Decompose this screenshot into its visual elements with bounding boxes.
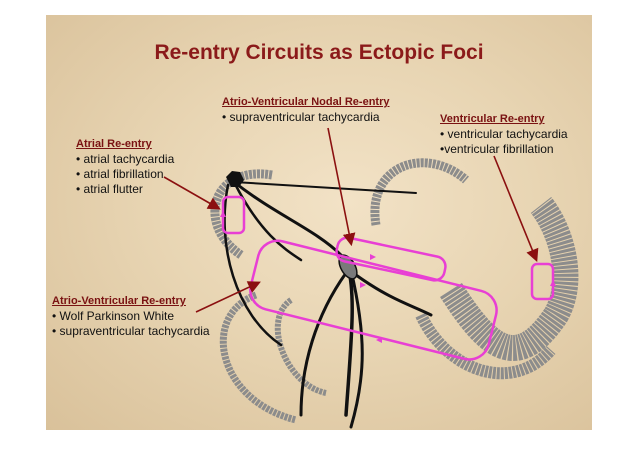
av-nodal-reentry-heading: Atrio-Ventricular Nodal Re-entry xyxy=(222,96,390,108)
av-circuit-arrow-upper xyxy=(360,282,366,288)
av-reentry-label: Atrio-Ventricular Re-entry • Wolf Parkin… xyxy=(52,294,210,339)
av-reentry-item: • Wolf Parkinson White xyxy=(52,309,175,323)
atrial-reentry-label: Atrial Re-entry • atrial tachycardia • a… xyxy=(76,137,174,197)
internodal-tract-upper xyxy=(232,180,343,257)
sa-node xyxy=(226,171,244,187)
ventricular-reentry-label: Ventricular Re-entry • ventricular tachy… xyxy=(440,112,568,157)
av-nodal-circuit xyxy=(335,236,447,282)
av-nodal-reentry-item: • supraventricular tachycardia xyxy=(222,110,380,124)
ventricle-outer-wall xyxy=(440,196,579,361)
ventricular-circuit-arrow xyxy=(550,280,556,286)
av-pointer xyxy=(195,281,261,313)
slide: Re-entry Circuits as Ectopic Foci Atrial… xyxy=(46,15,592,430)
av-reentry-item: • supraventricular tachycardia xyxy=(52,324,210,338)
atrial-reentry-item: • atrial fibrillation xyxy=(76,167,164,181)
atrial-pointer xyxy=(163,176,221,210)
atrial-reentry-item: • atrial flutter xyxy=(76,182,143,196)
heart-diagram xyxy=(163,127,579,429)
left-bundle-branch xyxy=(299,271,348,417)
atrial-circuit-arrow xyxy=(220,211,226,217)
ventricular-reentry-item: • ventricular tachycardia xyxy=(440,127,568,141)
slide-title: Re-entry Circuits as Ectopic Foci xyxy=(154,41,484,64)
inner-wall-arc xyxy=(274,297,327,396)
septal-wall-arc xyxy=(370,158,469,226)
atrial-reentry-item: • atrial tachycardia xyxy=(76,152,175,166)
bachmann-bundle xyxy=(233,181,417,194)
av-nodal-circuit-arrow xyxy=(370,254,376,260)
av-reentry-heading: Atrio-Ventricular Re-entry xyxy=(52,295,186,307)
ventricular-circuit xyxy=(530,262,555,301)
right-bundle-branch xyxy=(349,268,364,429)
atrial-reentry-heading: Atrial Re-entry xyxy=(76,138,152,150)
bundle-of-his xyxy=(344,265,354,417)
av-circuit-arrow-lower xyxy=(376,337,382,343)
av-nodal-pointer xyxy=(327,127,356,247)
av-circuit xyxy=(249,239,498,361)
ventricular-reentry-item: •ventricular fibrillation xyxy=(440,142,554,156)
purkinje-fiber xyxy=(354,273,433,317)
left-wall-arc xyxy=(219,291,297,424)
ventricle-inner-wall xyxy=(415,312,556,380)
ventricular-pointer xyxy=(493,155,539,262)
ventricular-reentry-heading: Ventricular Re-entry xyxy=(440,113,545,125)
atrial-pathway-left xyxy=(223,183,283,347)
av-nodal-reentry-label: Atrio-Ventricular Nodal Re-entry • supra… xyxy=(222,95,389,125)
